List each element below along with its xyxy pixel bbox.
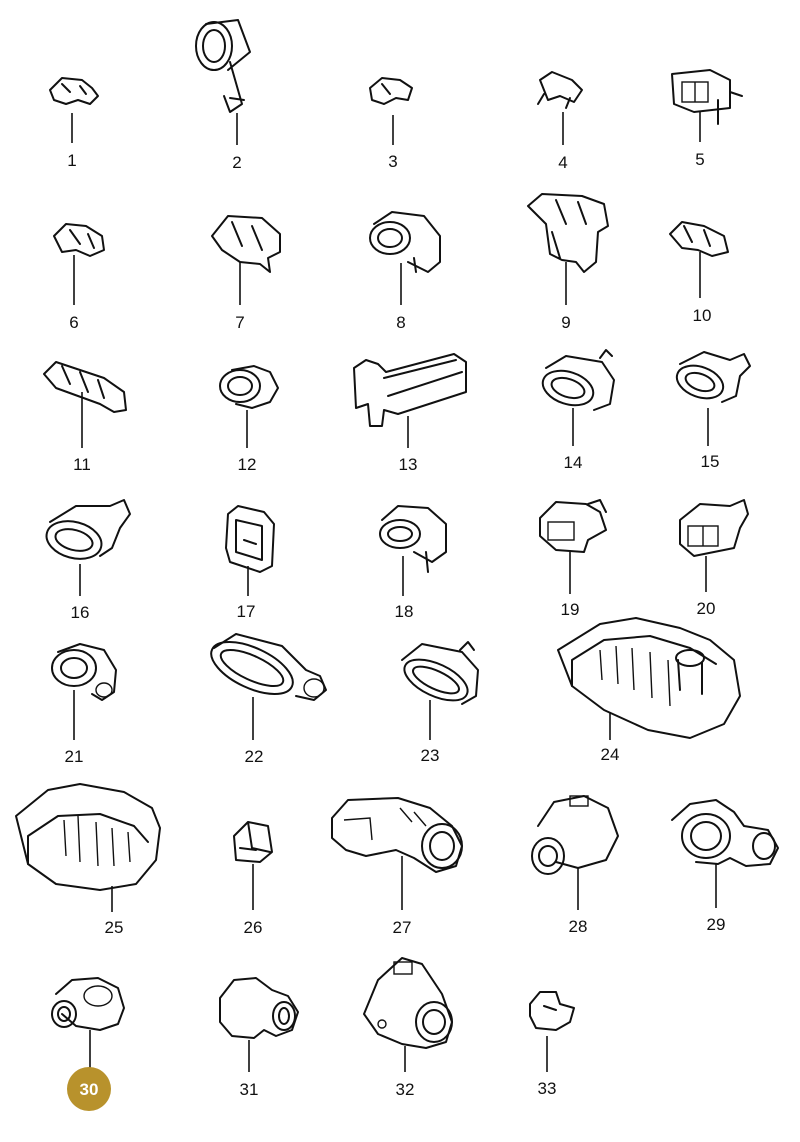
part-label: 7 bbox=[235, 313, 244, 332]
part-label: 25 bbox=[105, 918, 124, 937]
part-label: 11 bbox=[73, 455, 91, 474]
part-14[interactable]: 14 bbox=[538, 349, 615, 472]
part-label: 20 bbox=[697, 599, 716, 618]
part-23[interactable]: 23 bbox=[398, 641, 479, 765]
part-label: 30 bbox=[80, 1080, 99, 1099]
part-label: 10 bbox=[693, 306, 712, 325]
part-12[interactable]: 12 bbox=[219, 365, 279, 474]
part-27[interactable]: 27 bbox=[331, 797, 463, 937]
part-label: 18 bbox=[395, 602, 414, 621]
part-29[interactable]: 29 bbox=[671, 799, 779, 934]
part-30[interactable]: 30 bbox=[51, 977, 125, 1111]
part-label: 8 bbox=[396, 313, 405, 332]
part-11[interactable]: 11 bbox=[43, 361, 127, 474]
part-21[interactable]: 21 bbox=[51, 643, 117, 766]
part-20[interactable]: 20 bbox=[679, 499, 749, 618]
part-label: 5 bbox=[695, 150, 704, 169]
part-label: 4 bbox=[558, 153, 567, 172]
part-label: 21 bbox=[65, 747, 84, 766]
part-32[interactable]: 32 bbox=[363, 957, 453, 1099]
part-17[interactable]: 17 bbox=[225, 505, 275, 621]
part-label: 31 bbox=[240, 1080, 259, 1099]
part-13[interactable]: 13 bbox=[353, 353, 467, 474]
part-18[interactable]: 18 bbox=[379, 505, 447, 621]
part-6[interactable]: 6 bbox=[53, 223, 105, 332]
part-1[interactable]: 1 bbox=[49, 77, 99, 170]
part-5[interactable]: 5 bbox=[671, 69, 743, 169]
part-label: 22 bbox=[245, 747, 264, 766]
part-33[interactable]: 33 bbox=[529, 991, 575, 1098]
part-26[interactable]: 26 bbox=[233, 821, 273, 937]
part-4[interactable]: 4 bbox=[537, 71, 583, 172]
part-label: 6 bbox=[69, 313, 78, 332]
part-25[interactable]: 25 bbox=[15, 783, 161, 937]
part-15[interactable]: 15 bbox=[672, 351, 751, 471]
part-label: 24 bbox=[601, 745, 620, 764]
part-label: 32 bbox=[396, 1080, 415, 1099]
part-label: 14 bbox=[564, 453, 583, 472]
part-label: 23 bbox=[421, 746, 440, 765]
part-label: 29 bbox=[707, 915, 726, 934]
part-31[interactable]: 31 bbox=[219, 977, 299, 1099]
part-7[interactable]: 7 bbox=[211, 215, 281, 332]
part-label: 3 bbox=[388, 152, 397, 171]
part-3[interactable]: 3 bbox=[369, 77, 413, 171]
part-28[interactable]: 28 bbox=[531, 795, 619, 936]
part-label: 17 bbox=[237, 602, 256, 621]
part-label: 28 bbox=[569, 917, 588, 936]
part-9[interactable]: 9 bbox=[527, 193, 609, 332]
part-label: 26 bbox=[244, 918, 263, 937]
part-19[interactable]: 19 bbox=[539, 499, 607, 619]
part-label: 12 bbox=[238, 455, 257, 474]
part-label: 13 bbox=[399, 455, 418, 474]
part-2[interactable]: 2 bbox=[195, 19, 251, 172]
part-label: 33 bbox=[538, 1079, 557, 1098]
part-24[interactable]: 24 bbox=[557, 617, 741, 764]
part-16[interactable]: 16 bbox=[42, 499, 131, 622]
part-label: 19 bbox=[561, 600, 580, 619]
part-label: 16 bbox=[71, 603, 90, 622]
part-label: 1 bbox=[67, 151, 76, 170]
part-10[interactable]: 10 bbox=[669, 221, 729, 325]
part-22[interactable]: 22 bbox=[204, 631, 327, 766]
part-label: 9 bbox=[561, 313, 570, 332]
highlight-badge bbox=[67, 1067, 111, 1111]
part-label: 27 bbox=[393, 918, 412, 937]
part-8[interactable]: 8 bbox=[369, 211, 441, 332]
part-label: 15 bbox=[701, 452, 720, 471]
part-label: 2 bbox=[232, 153, 241, 172]
